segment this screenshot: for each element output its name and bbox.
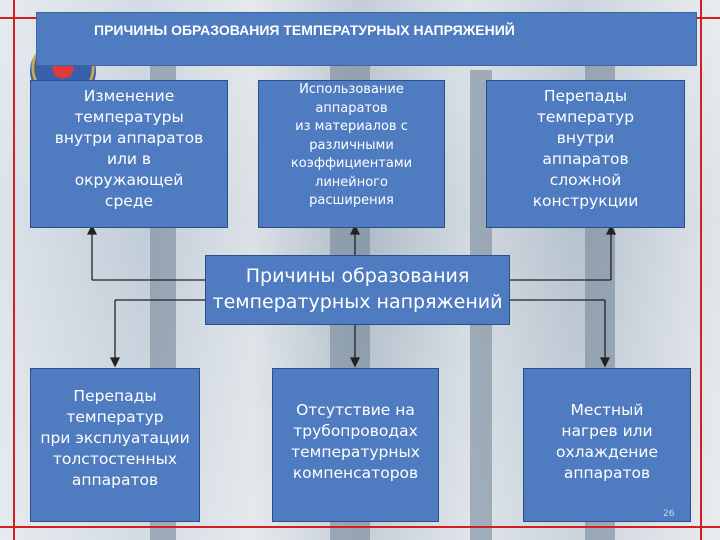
central-box: Причины образования температурных напряж…	[205, 255, 510, 325]
cause-box-complex-design: Перепады температур внутри аппаратов сло…	[486, 80, 685, 228]
cause-box-different-materials: Использование аппаратов из материалов с …	[258, 80, 445, 228]
cause-text-complex-design: Перепады температур внутри аппаратов сло…	[532, 87, 639, 210]
cause-text-no-compensators: Отсутствие на трубопроводах температурны…	[291, 401, 420, 482]
frame-left-line	[13, 0, 15, 540]
cause-text-temperature-change: Изменение температуры внутри аппаратов и…	[54, 87, 204, 210]
cause-text-different-materials: Использование аппаратов из материалов с …	[290, 82, 413, 208]
cause-box-temperature-change: Изменение температуры внутри аппаратов и…	[30, 80, 228, 228]
slide-title: ПРИЧИНЫ ОБРАЗОВАНИЯ ТЕМПЕРАТУРНЫХ НАПРЯЖ…	[37, 13, 696, 65]
page-number: 26	[663, 509, 675, 519]
central-text: Причины образования температурных напряж…	[212, 265, 503, 313]
frame-right-line	[700, 0, 702, 540]
cause-text-thick-walled: Перепады температур при эксплуатации тол…	[40, 387, 190, 489]
frame-bottom-line	[0, 526, 720, 528]
cause-box-thick-walled: Перепады температур при эксплуатации тол…	[30, 368, 200, 522]
cause-box-local-heating: Местный нагрев или охлаждение аппаратов	[523, 368, 691, 522]
cause-box-no-compensators: Отсутствие на трубопроводах температурны…	[272, 368, 439, 522]
cause-text-local-heating: Местный нагрев или охлаждение аппаратов	[555, 401, 659, 482]
